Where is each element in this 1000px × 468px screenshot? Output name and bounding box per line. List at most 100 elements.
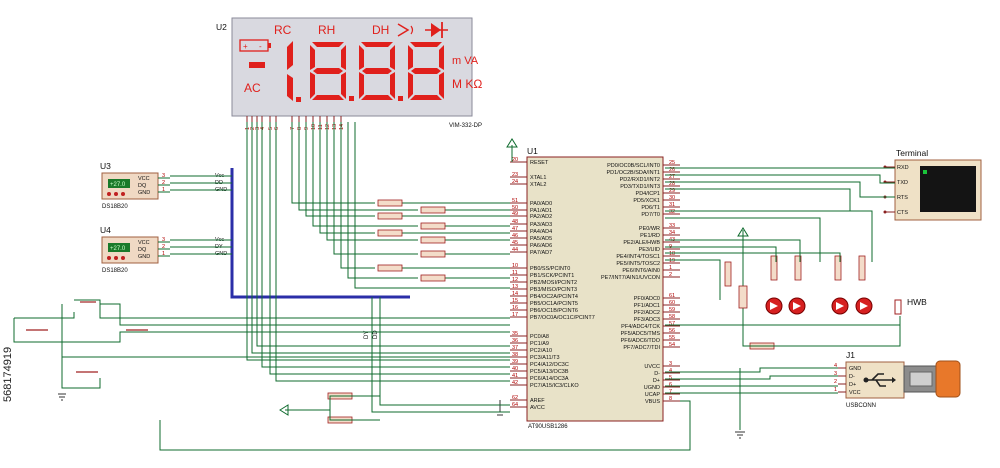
u3-ref: U3 [100,161,111,171]
mcu-right-pin-num: 32 [669,209,675,215]
usb-pin-name: D+ [849,382,856,388]
mcu-left-pin-num: 40 [512,366,518,372]
lcd-pin-num: 2 [250,127,256,130]
sensor-wires: DY DD [170,175,510,413]
mcu-right-pin-num: 26 [669,167,675,173]
mcu-right-pin-name: D+ [653,378,660,384]
lcd-pin-num: 8 [297,127,303,130]
mcu-left-pin-name: PA6/AD6 [530,243,552,249]
mcu-right-pin-num: 54 [669,342,675,348]
usb-pin-num: 1 [834,387,837,393]
mcu-left-pin-num: 23 [512,172,518,178]
lcd-legend-ac: AC [244,81,261,95]
u3-pin-num: 3 [162,173,165,179]
mcu-left-pin-name: PC1/A9 [530,341,549,347]
mcu-right-pin-name: PF2/ADC2 [634,310,660,316]
mcu-left-pin-num: 11 [512,270,518,276]
usb-plug [935,360,961,398]
u4-part: DS18B20 [102,268,128,274]
mcu-right-pin-name: PE4/INT4/TOSC1 [616,254,660,260]
lcd-pin-num: 7 [290,127,296,130]
mcu-left-pin-num: 16 [512,305,518,311]
lcd-pin-num: 10 [311,124,317,130]
lcd-pin-num: 12 [325,124,331,130]
u4-pin-num: 2 [162,244,165,250]
mcu-ref: U1 [527,146,538,156]
u3-pin-name: VCC [138,176,150,182]
usb-part: USBCONN [846,403,876,409]
terminal-screen [920,166,976,212]
usb-icon [863,373,896,387]
usb-pin-num: 3 [834,371,837,377]
mcu-left-pin-num: 45 [512,240,518,246]
mcu-left-pin-num: 47 [512,226,518,232]
mcu-left-pin-name: PC4/A12/OC3C [530,362,569,368]
net-label-dd: DD [373,330,379,339]
lcd-pin-num: 11 [318,124,324,130]
mcu-right-pin-name: PF3/ADC3 [634,317,660,323]
mcu-right-pin-num: 57 [669,321,675,327]
mcu-left-pin-num: 50 [512,205,518,211]
mcu-right-pin-name: PD6/T1 [641,205,660,211]
mcu-left-pin-num: 14 [512,291,518,297]
mcu-part: AT90USB1286 [528,424,568,430]
mcu-right-pin-num: 33 [669,223,675,229]
lcd-digit-3 [359,42,403,101]
mcu-right-pin-num: 18 [669,251,675,257]
mcu-left-pin-name: PA4/AD4 [530,229,552,235]
mcu-right-pin-name: PD3/TXD1/INT3 [620,184,660,190]
mcu-right-pin-name: PE3/UID [639,247,660,253]
mcu-right-pin-num: 61 [669,293,675,299]
mcu-left-pin-name: PC0/A8 [530,334,549,340]
u4-pin-num: 1 [162,251,165,257]
resistor-5 [377,229,403,237]
mcu-left-pin-name: PC2/A10 [530,348,552,354]
mcu-left-pin-name: AREF [530,398,545,404]
resistor-2 [420,206,446,214]
mcu-right-pin-name: PD4/ICP1 [636,191,660,197]
mcu-right-pin-name: PF5/ADC5/TMS [621,331,661,337]
resistor-4 [420,222,446,230]
u3-pin-name: GND [138,190,150,196]
mcu-right-pin-num: 55 [669,335,675,341]
mcu-right-pin-num: 1 [669,265,672,271]
bus-line [230,168,410,299]
mcu-left-pin-num: 62 [512,395,518,401]
mcu-left-pin-name: PB3/MISO/PCINT3 [530,287,577,293]
wiring [159,138,691,451]
mcu-left-pin-name: PC3/A11/T3 [530,355,560,361]
mcu-left-pin-num: 44 [512,247,518,253]
ground-symbol [58,393,66,401]
lcd-legend-rc: RC [274,23,292,37]
mcu-left-pin-num: 17 [512,312,518,318]
mcu-left-pin-name: PB7/OC0A/OC1C/PCINT7 [530,315,595,321]
terminal-pin-rts: RTS [897,195,908,201]
terminal-title: Terminal [896,148,928,158]
diode-icon [425,22,448,38]
u4-pin-name: DQ [138,247,147,253]
mcu-left-pin-name: PB1/SCK/PCINT1 [530,273,574,279]
mcu-left-pin-num: 48 [512,219,518,225]
lcd-fanout-wires [246,122,510,382]
watermark-id: 568174919 [2,347,14,402]
mcu-body [526,156,664,422]
lcd-ref: U2 [216,22,227,32]
usb-pin-name: VCC [849,390,861,396]
lcd-legend-rh: RH [318,23,335,37]
led-1 [765,297,783,315]
mcu-right-pin-num: 3 [669,361,672,367]
mcu-right-pin-name: PD2/RXD1/INT2 [620,177,660,183]
hwb-button [894,299,902,315]
usb-pin-name: D- [849,374,855,380]
lcd-digit-1 [287,41,301,102]
mcu-right-pin-num: 34 [669,230,675,236]
mcu-left-pin-name: PB5/OC1A/PCINT5 [530,301,578,307]
mcu-right-pin-name: UGND [644,385,660,391]
mcu-right-pin-name: PE2/ALE/HWB [623,240,660,246]
led-3 [831,297,849,315]
